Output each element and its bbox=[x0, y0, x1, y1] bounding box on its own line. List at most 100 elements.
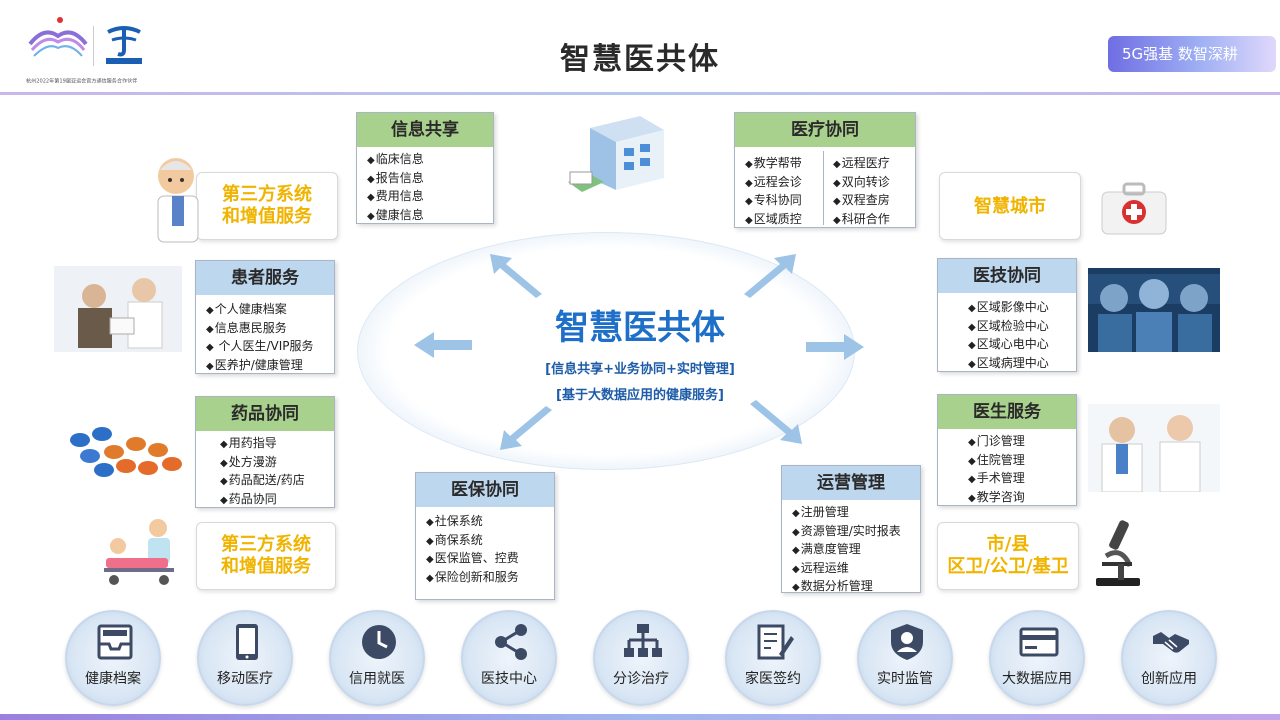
app-realtime-supervision[interactable]: 实时监管 bbox=[857, 610, 953, 706]
hospital-building-image bbox=[568, 116, 664, 192]
column-divider bbox=[823, 151, 824, 225]
arrow-left-icon bbox=[414, 332, 472, 358]
yellow-line: 第三方系统 bbox=[221, 534, 311, 555]
app-label: 家医签约 bbox=[745, 671, 801, 687]
patient-service-card: 患者服务 个人健康档案 信息惠民服务 个人医生/VIP服务 医养护/健康管理 bbox=[195, 260, 335, 374]
medical-collab-card: 医疗协同 教学帮带 远程会诊 专科协同 区域质控 远程医疗 双向转诊 双程查房 … bbox=[734, 112, 916, 228]
list-item: 商保系统 bbox=[426, 532, 519, 551]
list-item: 远程运维 bbox=[792, 560, 901, 579]
medical-collab-list-left: 教学帮带 远程会诊 专科协同 区域质控 bbox=[745, 155, 802, 229]
list-item: 药品协同 bbox=[220, 491, 305, 510]
yellow-line: 和增值服务 bbox=[222, 206, 312, 227]
asian-games-logo bbox=[28, 17, 88, 57]
ops-mgmt-card: 运营管理 注册管理 资源管理/实时报表 满意度管理 远程运维 数据分析管理 bbox=[781, 465, 921, 593]
china-telecom-logo bbox=[106, 26, 142, 64]
list-item: 社保系统 bbox=[426, 513, 519, 532]
third-party-services-top: 第三方系统 和增值服务 bbox=[196, 172, 338, 240]
hospital-bed-cartoon-image bbox=[104, 519, 174, 585]
app-label: 大数据应用 bbox=[1002, 671, 1072, 687]
list-item: 科研合作 bbox=[833, 211, 890, 230]
list-item: 区域心电中心 bbox=[968, 336, 1049, 355]
app-big-data[interactable]: 大数据应用 bbox=[989, 610, 1085, 706]
drug-collab-title: 药品协同 bbox=[196, 397, 334, 431]
list-item: 保险创新和服务 bbox=[426, 569, 519, 588]
list-item: 用药指导 bbox=[220, 435, 305, 454]
arrow-right-icon bbox=[806, 334, 864, 360]
user-shield-icon bbox=[891, 624, 923, 660]
list-item: 远程医疗 bbox=[833, 155, 890, 174]
arrow-down-left-icon bbox=[500, 406, 552, 450]
app-label: 医技中心 bbox=[481, 671, 537, 687]
city-county-box: 市/县 区卫/公卫/基卫 bbox=[937, 522, 1079, 590]
pills-image bbox=[70, 427, 182, 477]
ops-mgmt-list: 注册管理 资源管理/实时报表 满意度管理 远程运维 数据分析管理 bbox=[792, 504, 901, 597]
doctors-photo bbox=[1088, 404, 1220, 492]
center-title: 智慧医共体 bbox=[555, 308, 725, 348]
app-tech-center[interactable]: 医技中心 bbox=[461, 610, 557, 706]
app-innovation[interactable]: 创新应用 bbox=[1121, 610, 1217, 706]
drug-collab-list: 用药指导 处方漫游 药品配送/药店 药品协同 bbox=[220, 435, 305, 509]
patient-nurse-photo bbox=[54, 266, 182, 352]
list-item: 注册管理 bbox=[792, 504, 901, 523]
app-family-doctor[interactable]: 家医签约 bbox=[725, 610, 821, 706]
list-item: 临床信息 bbox=[367, 151, 424, 170]
list-item: 手术管理 bbox=[968, 470, 1025, 489]
list-item: 区域影像中心 bbox=[968, 299, 1049, 318]
insurance-collab-card: 医保协同 社保系统 商保系统 医保监管、控费 保险创新和服务 bbox=[415, 472, 555, 600]
header: 杭州2022年第19届亚运会官方通信服务合作伙伴 智慧医共体 5G强基 数智深耕 bbox=[0, 0, 1280, 96]
list-item: 区域检验中心 bbox=[968, 318, 1049, 337]
info-share-card: 信息共享 临床信息 报告信息 费用信息 健康信息 bbox=[356, 112, 494, 224]
app-health-records[interactable]: 健康档案 bbox=[65, 610, 161, 706]
app-label: 信用就医 bbox=[349, 671, 405, 687]
yellow-line: 和增值服务 bbox=[221, 556, 311, 577]
app-triage[interactable]: 分诊治疗 bbox=[593, 610, 689, 706]
list-item: 资源管理/实时报表 bbox=[792, 523, 901, 542]
app-mobile-medical[interactable]: 移动医疗 bbox=[197, 610, 293, 706]
surgeons-photo bbox=[1088, 268, 1220, 352]
list-item: 双向转诊 bbox=[833, 174, 890, 193]
mobile-phone-icon bbox=[236, 624, 258, 660]
list-item: 专科协同 bbox=[745, 192, 802, 211]
app-label: 移动医疗 bbox=[217, 671, 273, 687]
medical-collab-title: 医疗协同 bbox=[735, 113, 915, 147]
insurance-collab-title: 医保协同 bbox=[416, 473, 554, 507]
doctor-service-card: 医生服务 门诊管理 住院管理 手术管理 教学咨询 bbox=[937, 394, 1077, 506]
list-item: 住院管理 bbox=[968, 452, 1025, 471]
list-item: 教学帮带 bbox=[745, 155, 802, 174]
list-item: 门诊管理 bbox=[968, 433, 1025, 452]
medical-collab-list-right: 远程医疗 双向转诊 双程查房 科研合作 bbox=[833, 155, 890, 229]
patient-service-list: 个人健康档案 信息惠民服务 个人医生/VIP服务 医养护/健康管理 bbox=[206, 301, 314, 375]
doctor-service-title: 医生服务 bbox=[938, 395, 1076, 429]
ops-mgmt-title: 运营管理 bbox=[782, 466, 920, 500]
list-item: 药品配送/药店 bbox=[220, 472, 305, 491]
share-icon bbox=[495, 624, 527, 660]
yellow-line: 市/县 bbox=[986, 534, 1030, 555]
center-subtitle-2: [基于大数据应用的健康服务] bbox=[556, 388, 724, 403]
list-item: 个人医生/VIP服务 bbox=[206, 338, 314, 357]
list-item: 区域病理中心 bbox=[968, 355, 1049, 374]
list-item: 信息惠民服务 bbox=[206, 320, 314, 339]
app-credit-medical[interactable]: 信用就医 bbox=[329, 610, 425, 706]
arrow-up-right-icon bbox=[744, 254, 796, 298]
list-item: 个人健康档案 bbox=[206, 301, 314, 320]
tech-collab-card: 医技协同 区域影像中心 区域检验中心 区域心电中心 区域病理中心 bbox=[937, 258, 1077, 372]
microscope-image bbox=[1096, 520, 1140, 586]
tech-collab-list: 区域影像中心 区域检验中心 区域心电中心 区域病理中心 bbox=[968, 299, 1049, 373]
handshake-icon bbox=[1153, 632, 1189, 653]
list-item: 数据分析管理 bbox=[792, 578, 901, 597]
app-label: 分诊治疗 bbox=[613, 671, 669, 687]
drug-collab-card: 药品协同 用药指导 处方漫游 药品配送/药店 药品协同 bbox=[195, 396, 335, 508]
smart-city-box: 智慧城市 bbox=[939, 172, 1081, 240]
center-subtitle-1: [信息共享+业务协同+实时管理] bbox=[545, 362, 735, 377]
info-share-list: 临床信息 报告信息 费用信息 健康信息 bbox=[367, 151, 424, 225]
arrow-up-left-icon bbox=[490, 254, 542, 298]
app-label: 创新应用 bbox=[1141, 671, 1197, 687]
doctor-service-list: 门诊管理 住院管理 手术管理 教学咨询 bbox=[968, 433, 1025, 507]
insurance-collab-list: 社保系统 商保系统 医保监管、控费 保险创新和服务 bbox=[426, 513, 519, 587]
list-item: 教学咨询 bbox=[968, 489, 1025, 508]
third-party-services-bottom: 第三方系统 和增值服务 bbox=[196, 522, 336, 590]
yellow-line: 区卫/公卫/基卫 bbox=[947, 556, 1069, 577]
list-item: 医保监管、控费 bbox=[426, 550, 519, 569]
list-item: 费用信息 bbox=[367, 188, 424, 207]
list-item: 满意度管理 bbox=[792, 541, 901, 560]
